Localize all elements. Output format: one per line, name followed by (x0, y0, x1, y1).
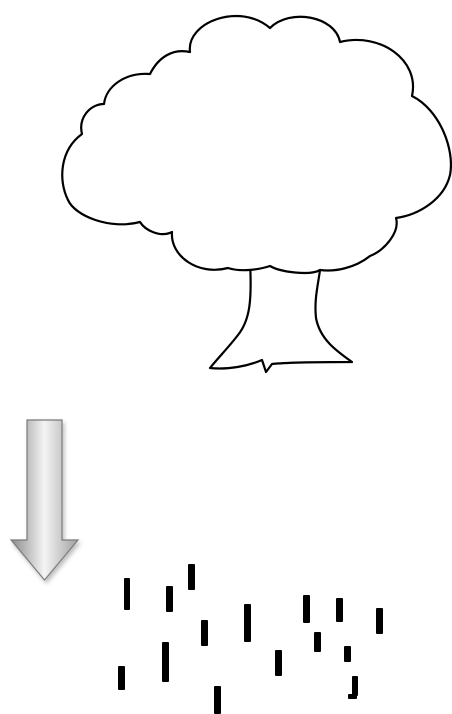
fragment-bar (214, 686, 221, 714)
vertical-bars-icon (118, 564, 383, 714)
fragment-bar (314, 632, 321, 652)
tree-canopy (61, 14, 452, 275)
fragment-bar (166, 586, 173, 612)
fragment-bar (244, 604, 251, 642)
fragment-bar (352, 676, 358, 696)
fragment-bar (201, 620, 208, 646)
fragment-bar (348, 694, 357, 699)
fragment-bar (162, 642, 169, 682)
fragment-bar (118, 666, 125, 690)
fragment-bar (336, 598, 343, 622)
fragment-bar (275, 650, 282, 676)
fragment-bar (376, 608, 383, 634)
tree-trunk (208, 260, 354, 374)
tree-outline-icon (61, 14, 452, 374)
fragment-bar (124, 578, 130, 610)
fragment-bar (303, 595, 310, 623)
fragment-bar (344, 646, 351, 662)
down-arrow-icon (9, 419, 80, 581)
fragment-bar (188, 564, 195, 590)
